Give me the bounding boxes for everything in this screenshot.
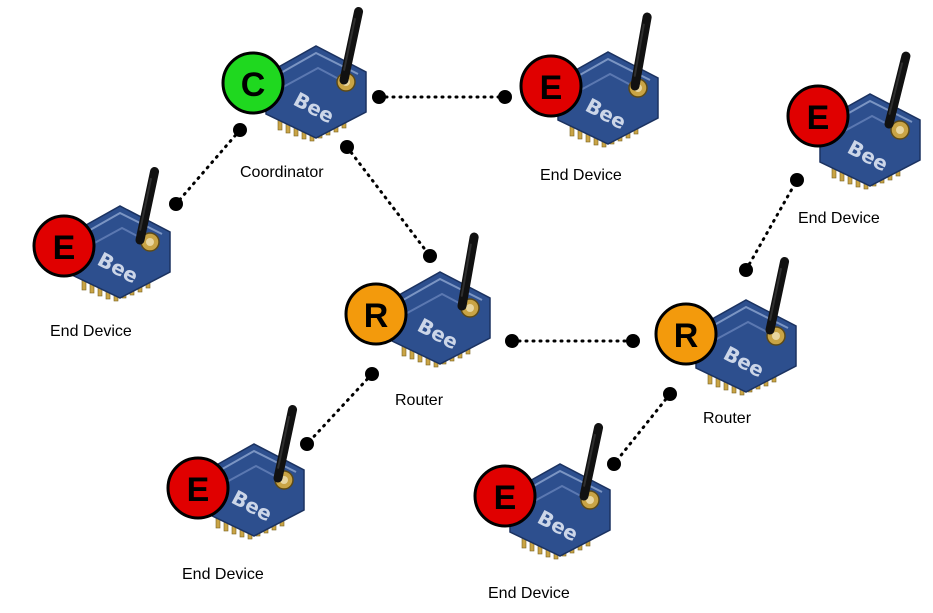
end-device-left-badge-letter: E [53, 229, 76, 267]
end-device-top-badge [519, 54, 583, 118]
router-center-badge-letter: R [364, 297, 389, 335]
coordinator-badge [221, 51, 285, 115]
end-device-bottom-center-label: End Device [488, 585, 570, 602]
router-center-label: Router [395, 392, 444, 409]
link-router-enddevice-bottomcenter [612, 392, 672, 466]
router-center-badge [344, 282, 408, 346]
link-router-enddevice-right [744, 178, 799, 272]
router-right-badge-letter: R [674, 317, 699, 355]
coordinator-label: Coordinator [240, 164, 324, 181]
end-device-top-label: End Device [540, 167, 622, 184]
link-coordinator-router-center [345, 145, 432, 258]
end-device-top-node: E [519, 17, 659, 148]
end-device-bottom-center-node: E [473, 427, 611, 560]
link-router-enddevice-bottomleft [305, 372, 374, 446]
end-device-bottom-center-badge [473, 464, 537, 528]
link-endpoints [169, 90, 804, 471]
end-device-left-badge [32, 214, 96, 278]
end-device-left-node: E [32, 171, 171, 302]
end-device-bottom-center-badge-letter: E [494, 479, 517, 517]
coordinator-node: C [221, 11, 367, 142]
router-right-badge [654, 302, 718, 366]
coordinator-badge-letter: C [241, 66, 266, 104]
end-device-top-badge-letter: E [540, 69, 563, 107]
link-coordinator-enddevice-left [174, 128, 242, 206]
end-device-bottom-left-node: E [166, 409, 305, 540]
end-device-right-node: E [786, 56, 921, 190]
links [174, 95, 799, 466]
router-center-node: R [344, 237, 491, 368]
end-device-right-badge [786, 84, 850, 148]
router-right-label: Router [703, 410, 752, 427]
end-device-right-label: End Device [798, 210, 880, 227]
end-device-bottom-left-label: End Device [182, 566, 264, 583]
end-device-bottom-left-badge [166, 456, 230, 520]
end-device-bottom-left-badge-letter: E [187, 471, 210, 509]
end-device-right-badge-letter: E [807, 99, 830, 137]
router-right-node: R [654, 261, 797, 396]
end-device-left-label: End Device [50, 323, 132, 340]
